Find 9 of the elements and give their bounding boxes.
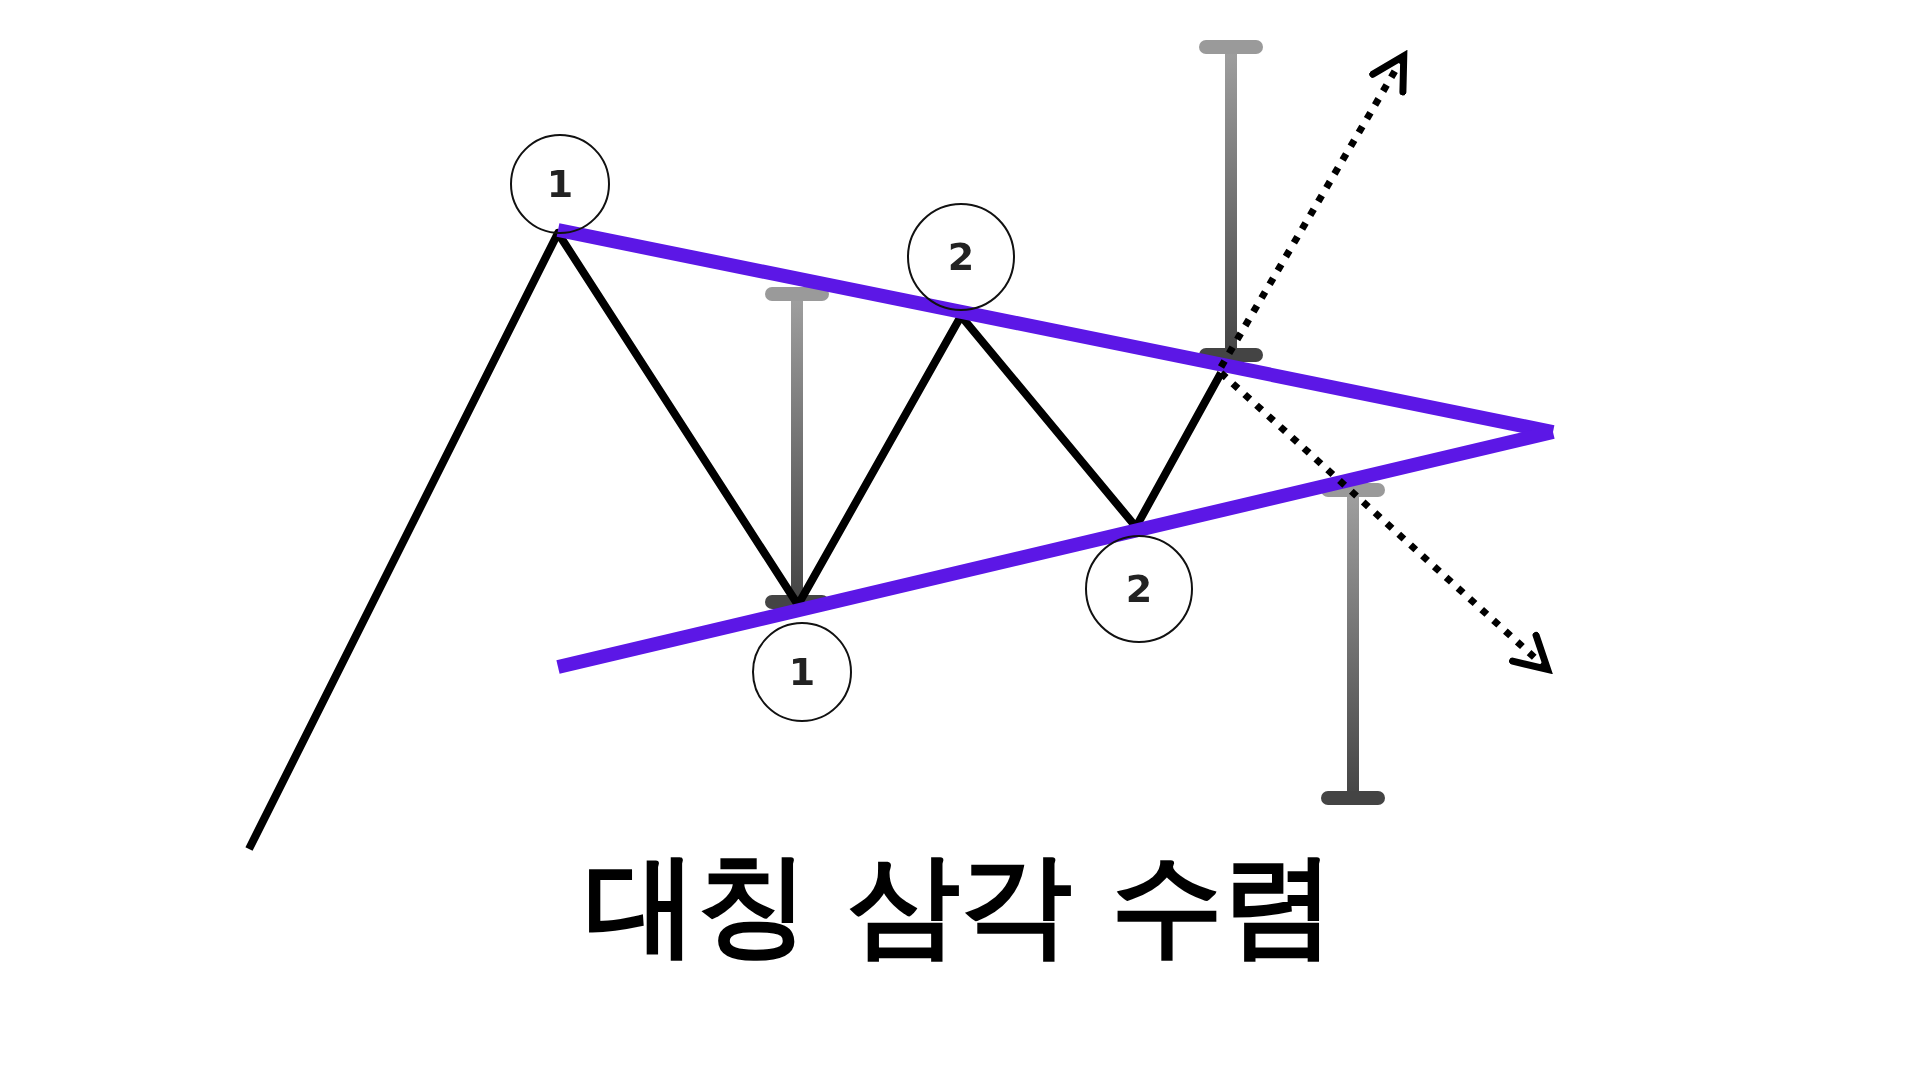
- circle-number: 2: [1125, 567, 1153, 611]
- numbered-circle: [752, 622, 852, 722]
- numbered-circle: [907, 203, 1015, 311]
- chart-title: 대칭 삼각 수렴: [585, 839, 1335, 969]
- numbered-circle: [510, 134, 610, 234]
- circle-number: 1: [546, 162, 574, 206]
- circle-number: 2: [947, 235, 975, 279]
- numbered-circle: [1085, 535, 1193, 643]
- circle-number: 1: [788, 650, 816, 694]
